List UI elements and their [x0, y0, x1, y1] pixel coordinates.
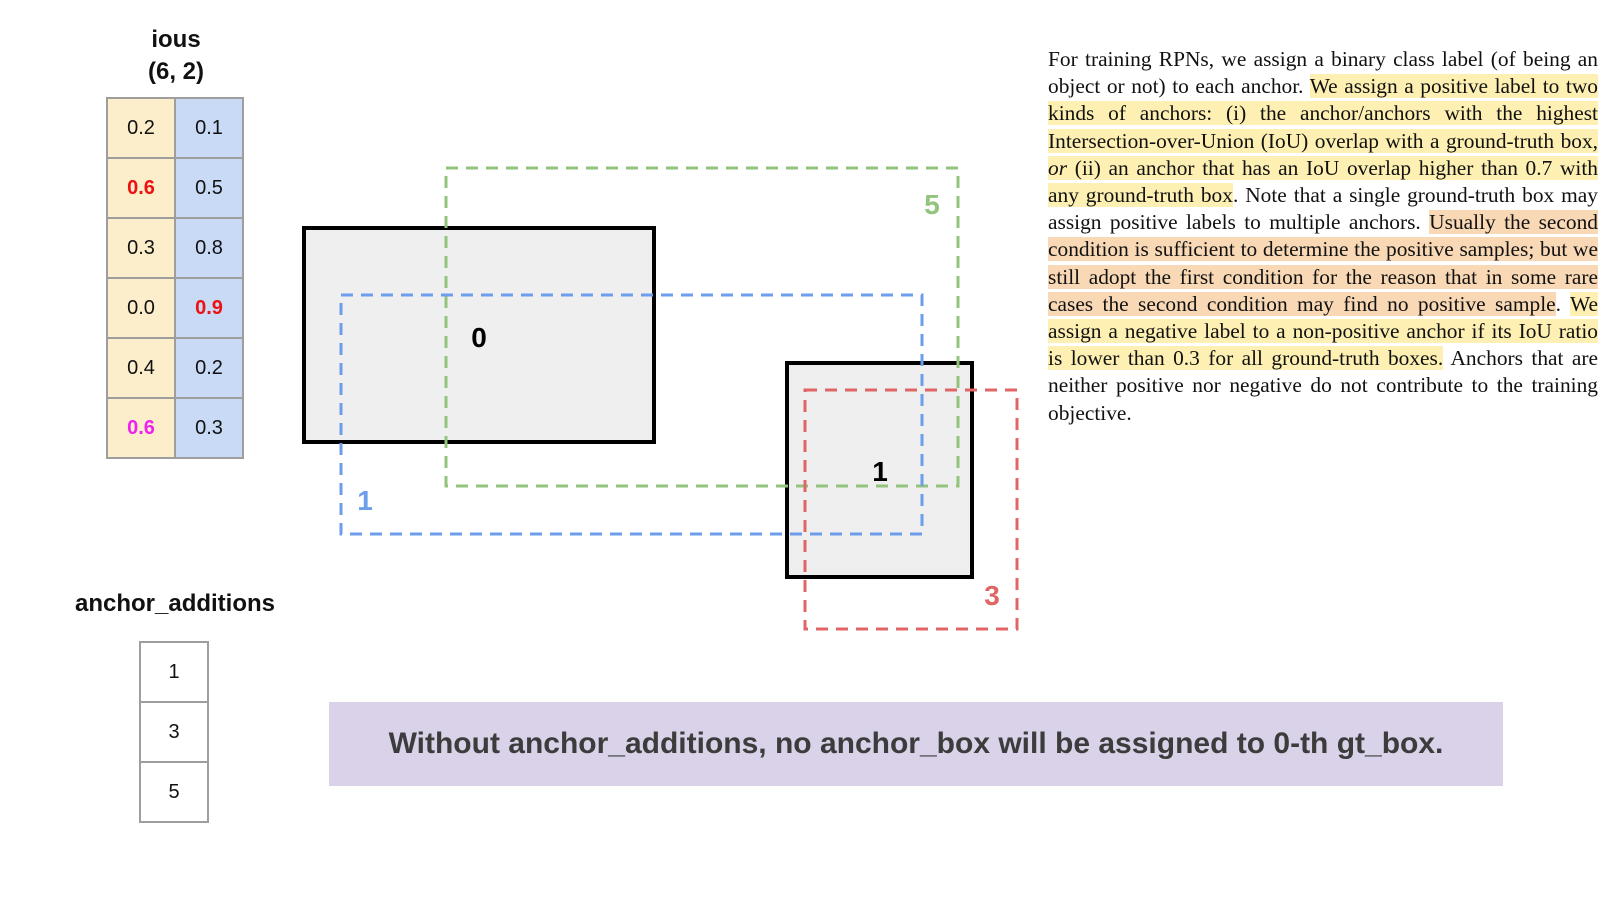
- iou-cell-max: 0.9: [174, 277, 244, 339]
- table-row: 0.3 0.8: [106, 217, 244, 279]
- iou-cell-max: 0.6: [106, 157, 176, 219]
- paper-text: For training RPNs, we assign a binary cl…: [1048, 47, 1598, 99]
- anchor-label-3: 3: [984, 580, 1000, 611]
- iou-cell: 0.3: [174, 397, 244, 459]
- paper-text: Anchors that are neither positive nor ne…: [1048, 346, 1598, 425]
- gt-box-1: [785, 361, 974, 579]
- conclusion-banner: Without anchor_additions, no anchor_box …: [329, 702, 1503, 786]
- ious-title: ious (6, 2): [100, 24, 252, 88]
- table-row: 0.6 0.3: [106, 397, 244, 459]
- gt-label-0: 0: [471, 322, 487, 353]
- anchor-additions-table: 1 3 5: [139, 641, 209, 823]
- iou-cell: 0.2: [106, 97, 176, 159]
- ious-title-shape: (6, 2): [147, 58, 204, 85]
- anchor-additions-title: anchor_additions: [74, 590, 276, 617]
- anchor-addition-cell: 1: [139, 641, 209, 703]
- iou-cell: 0.8: [174, 217, 244, 279]
- table-row: 0.6 0.5: [106, 157, 244, 219]
- iou-cell-tie: 0.6: [106, 397, 176, 459]
- anchor-addition-cell: 3: [139, 701, 209, 763]
- anchor-box-5: [444, 166, 960, 488]
- anchor-label-1: 1: [357, 485, 373, 516]
- table-row: 0.4 0.2: [106, 337, 244, 399]
- iou-cell: 0.4: [106, 337, 176, 399]
- highlight-yellow: We assign a positive label to two kinds …: [1048, 74, 1598, 153]
- iou-cell: 0.3: [106, 217, 176, 279]
- table-row: 1: [139, 641, 209, 703]
- iou-cell: 0.5: [174, 157, 244, 219]
- paper-text: . Note that a single ground-truth box ma…: [1048, 183, 1598, 235]
- iou-cell: 0.1: [174, 97, 244, 159]
- gt-label-1: 1: [872, 456, 888, 487]
- paper-excerpt: For training RPNs, we assign a binary cl…: [1048, 46, 1598, 427]
- anchor-addition-cell: 5: [139, 761, 209, 823]
- paper-text: .: [1555, 291, 1571, 316]
- table-row: 5: [139, 761, 209, 823]
- table-row: 3: [139, 701, 209, 763]
- iou-cell: 0.2: [174, 337, 244, 399]
- anchor-box-3: [803, 388, 1019, 631]
- table-row: 0.0 0.9: [106, 277, 244, 339]
- ious-table: 0.2 0.1 0.6 0.5 0.3 0.8 0.0 0.9 0.4 0.2 …: [106, 97, 244, 459]
- table-row: 0.2 0.1: [106, 97, 244, 159]
- gt-box-0: [302, 226, 656, 444]
- ious-title-name: ious: [151, 26, 201, 53]
- anchor-label-5: 5: [924, 189, 940, 220]
- highlight-yellow-italic: or: [1048, 155, 1068, 180]
- anchor-box-1: [339, 293, 924, 536]
- iou-cell: 0.0: [106, 277, 176, 339]
